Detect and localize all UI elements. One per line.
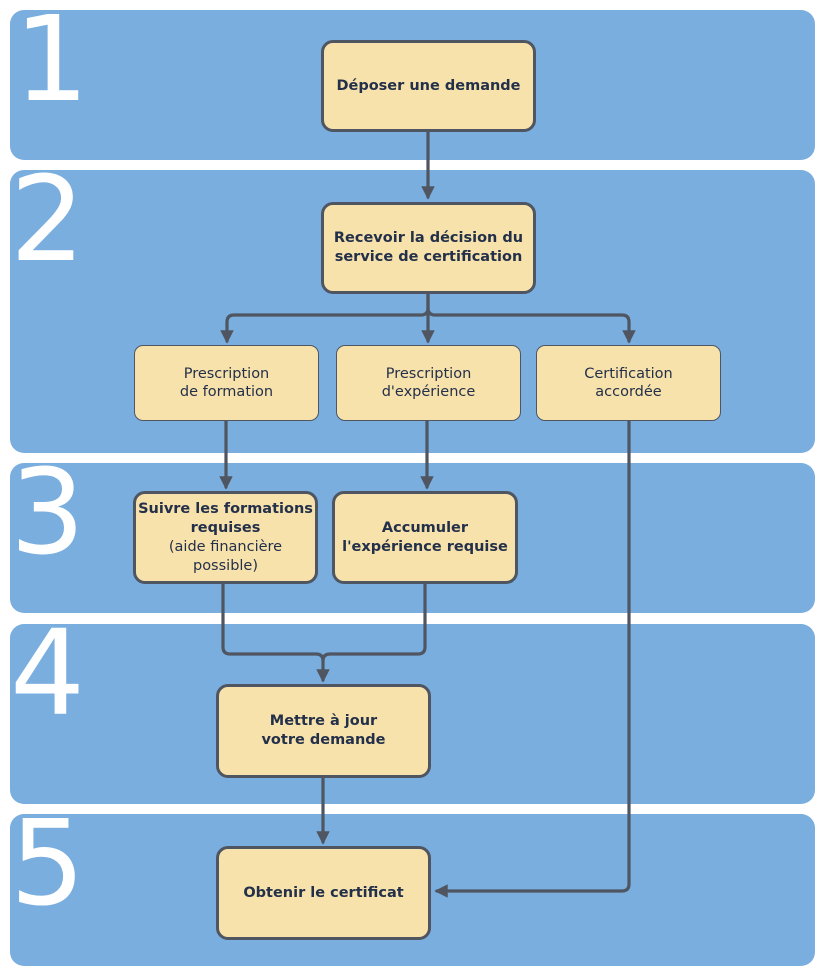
arrow-suivre-to-mettre [221, 582, 330, 683]
box-label-line-2: l'expérience requise [342, 538, 508, 555]
box-note: (aide financière possible) [168, 538, 283, 574]
box-suivre-les-formations: Suivre les formations requises (aide fin… [133, 491, 318, 584]
box-label-line-2: requises [190, 519, 261, 536]
box-label-line-1: Prescription [385, 366, 472, 382]
step-number-3: 3 [10, 443, 86, 581]
arrow-recevoir-to-certification [426, 306, 636, 344]
box-certification-accordee: Certification accordée [536, 345, 721, 421]
step-number-2: 2 [10, 150, 86, 288]
box-label: Déposer une demande [336, 77, 521, 94]
arrow-certification-to-obtenir [434, 419, 631, 898]
box-prescription-de-formation: Prescription de formation [134, 345, 319, 421]
line-accumuler-to-merge [321, 582, 427, 663]
box-label-line-1: Suivre les formations [138, 500, 313, 517]
box-label-line-1: Recevoir la décision du [333, 230, 524, 246]
box-label-line-2: d'expérience [381, 384, 476, 400]
box-label-line-1: Accumuler [381, 519, 469, 536]
box-accumuler-l-experience: Accumuler l'expérience requise [332, 491, 518, 584]
step-number-5: 5 [10, 794, 86, 932]
box-label-line-2: de formation [179, 384, 274, 400]
box-label-line-2: accordée [595, 384, 662, 400]
box-deposer-une-demande: Déposer une demande [321, 40, 536, 132]
step-number-4: 4 [10, 604, 86, 742]
box-label-line-1: Mettre à jour [269, 713, 378, 729]
box-label-line-2: votre demande [261, 732, 386, 748]
box-label-line-1: Certification [584, 366, 673, 382]
box-mettre-a-jour: Mettre à jour votre demande [216, 684, 431, 778]
box-label-line-1: Prescription [183, 366, 270, 382]
box-recevoir-la-decision: Recevoir la décision du service de certi… [321, 202, 536, 294]
box-label-line-2: service de certification [334, 249, 523, 265]
step-number-1: 1 [14, 0, 90, 128]
box-prescription-d-experience: Prescription d'expérience [336, 345, 521, 421]
box-label: Obtenir le certificat [243, 884, 404, 901]
box-obtenir-le-certificat: Obtenir le certificat [216, 846, 431, 940]
arrow-recevoir-to-formation [220, 291, 430, 344]
